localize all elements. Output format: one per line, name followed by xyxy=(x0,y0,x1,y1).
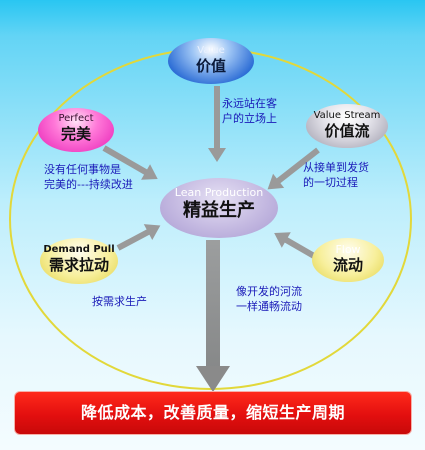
node-lean-production: Lean Production 精益生产 xyxy=(160,178,278,238)
annotation-value-stream-line1: 从接单到发货 xyxy=(303,161,369,174)
node-demand-pull: Demand Pull 需求拉动 xyxy=(40,238,118,284)
result-banner: 降低成本，改善质量，缩短生产周期 xyxy=(14,391,412,435)
arrow-lean-to-result xyxy=(196,240,230,392)
node-lean-zh: 精益生产 xyxy=(183,200,255,221)
annotation-value-line2: 户的立场上 xyxy=(222,112,277,125)
annotation-value-line1: 永远站在客 xyxy=(222,97,277,110)
node-value-stream-zh: 价值流 xyxy=(324,122,370,140)
annotation-value: 永远站在客 户的立场上 xyxy=(222,96,302,126)
annotation-flow-line2: 一样通畅流动 xyxy=(236,300,302,313)
annotation-value-stream-line2: 的一切过程 xyxy=(303,176,358,189)
node-value: Value 价值 xyxy=(168,38,254,84)
annotation-perfect: 没有任何事物是 完美的---持续改进 xyxy=(44,162,164,192)
arrow-perfect-to-lean xyxy=(102,145,158,180)
arrow-demand-to-lean xyxy=(116,224,161,251)
node-value-stream-en: Value Stream xyxy=(313,110,381,121)
node-demand-zh: 需求拉动 xyxy=(48,256,109,274)
node-value-zh: 价值 xyxy=(195,57,226,75)
node-demand-en: Demand Pull xyxy=(43,244,115,255)
node-flow: Flow 流动 xyxy=(312,238,384,282)
annotation-demand-pull: 按需求生产 xyxy=(92,294,192,309)
node-flow-zh: 流动 xyxy=(332,256,363,274)
arrow-value-stream-to-lean xyxy=(267,147,320,190)
annotation-flow-line1: 像开发的河流 xyxy=(236,285,302,298)
node-perfect: Perfect 完美 xyxy=(38,108,114,152)
arrow-value-to-lean xyxy=(208,86,226,162)
annotation-perfect-line1: 没有任何事物是 xyxy=(44,163,121,176)
node-value-en: Value xyxy=(197,45,225,56)
node-perfect-zh: 完美 xyxy=(60,125,91,143)
node-value-stream: Value Stream 价值流 xyxy=(306,104,388,148)
annotation-demand-line1: 按需求生产 xyxy=(92,295,147,308)
node-flow-en: Flow xyxy=(335,243,361,256)
node-perfect-en: Perfect xyxy=(58,113,94,124)
node-lean-en: Lean Production xyxy=(174,186,264,199)
annotation-flow: 像开发的河流 一样通畅流动 xyxy=(236,284,346,314)
annotation-perfect-line2: 完美的---持续改进 xyxy=(44,178,133,191)
arrow-flow-to-lean xyxy=(274,232,316,259)
annotation-value-stream: 从接单到发货 的一切过程 xyxy=(303,160,403,190)
